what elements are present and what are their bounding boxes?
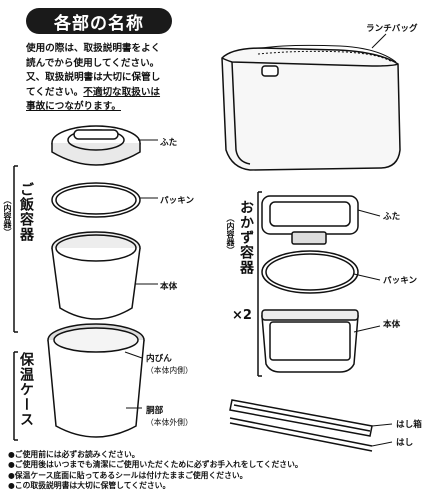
chopsticks-illustration xyxy=(229,417,373,452)
intro-line: 事故につながります。 xyxy=(26,100,196,115)
note-item: ●この取扱説明書は大切に保管してください。 xyxy=(8,481,171,491)
group-rice-container: ご飯容器 xyxy=(18,182,34,242)
label-inner-bottle-sub: （本体内側） xyxy=(146,366,193,375)
label-side-packing: パッキン xyxy=(383,276,418,286)
side-body-illustration xyxy=(261,309,359,373)
label-side-lid: ふた xyxy=(383,212,401,222)
group-multiplier: ×2 xyxy=(232,308,252,323)
group-side-container-sub: （内容器） xyxy=(226,214,235,254)
group-side-container: おかず容器 xyxy=(238,200,254,275)
group-insulation-case: 保温ケース xyxy=(18,352,34,427)
rice-lid-illustration xyxy=(51,125,141,166)
label-side-body: 本体 xyxy=(383,320,401,330)
rice-body-illustration xyxy=(51,231,141,320)
note-item: ●ご使用後はいつまでも清潔にご使用いただくために必ずお手入れをしてください。 xyxy=(8,460,303,470)
label-trunk-sub: （本体外側） xyxy=(146,418,193,427)
label-inner-bottle: 内びん xyxy=(146,354,172,364)
note-item: ●保温ケース底面に貼ってあるシールは付けたままご使用ください。 xyxy=(8,470,248,480)
notes: ●ご使用前には必ずお読みください。 ●ご使用後はいつまでも清潔にご使用いただくた… xyxy=(8,450,428,492)
group-rice-container-sub: （内容器） xyxy=(3,196,12,236)
intro-text: 使用の際は、取扱説明書をよく 読んでから使用してください。 又、取扱説明書は大切… xyxy=(26,42,196,115)
intro-text-plain: てください。 xyxy=(26,86,84,98)
label-rice-body: 本体 xyxy=(160,282,178,292)
side-packing-illustration xyxy=(261,250,359,294)
intro-line: 読んでから使用してください。 xyxy=(26,57,160,69)
page-title: 各部の名称 xyxy=(26,8,172,34)
note-item: ●ご使用前には必ずお読みください。 xyxy=(8,450,140,459)
label-trunk: 胴部 xyxy=(146,406,164,416)
lunch-bag-illustration xyxy=(221,44,401,171)
chopstick-case-illustration xyxy=(229,399,373,437)
rice-packing-illustration xyxy=(51,182,141,218)
label-rice-lid: ふた xyxy=(160,138,178,148)
label-chopstick-case: はし箱 xyxy=(396,420,422,430)
intro-line: てください。不適切な取扱いは xyxy=(26,86,196,101)
label-rice-packing: パッキン xyxy=(160,196,195,206)
label-chopsticks: はし xyxy=(396,438,414,448)
intro-line: 使用の際は、取扱説明書をよく xyxy=(26,43,161,54)
intro-warning: 事故につながります。 xyxy=(26,101,121,112)
insulation-case-illustration xyxy=(47,323,145,438)
intro-warning: 不適切な取扱いは xyxy=(83,86,161,98)
label-lunch-bag: ランチバッグ xyxy=(366,24,418,34)
intro-line: 又、取扱説明書は大切に保管し xyxy=(26,72,161,83)
side-lid-illustration xyxy=(261,195,359,245)
